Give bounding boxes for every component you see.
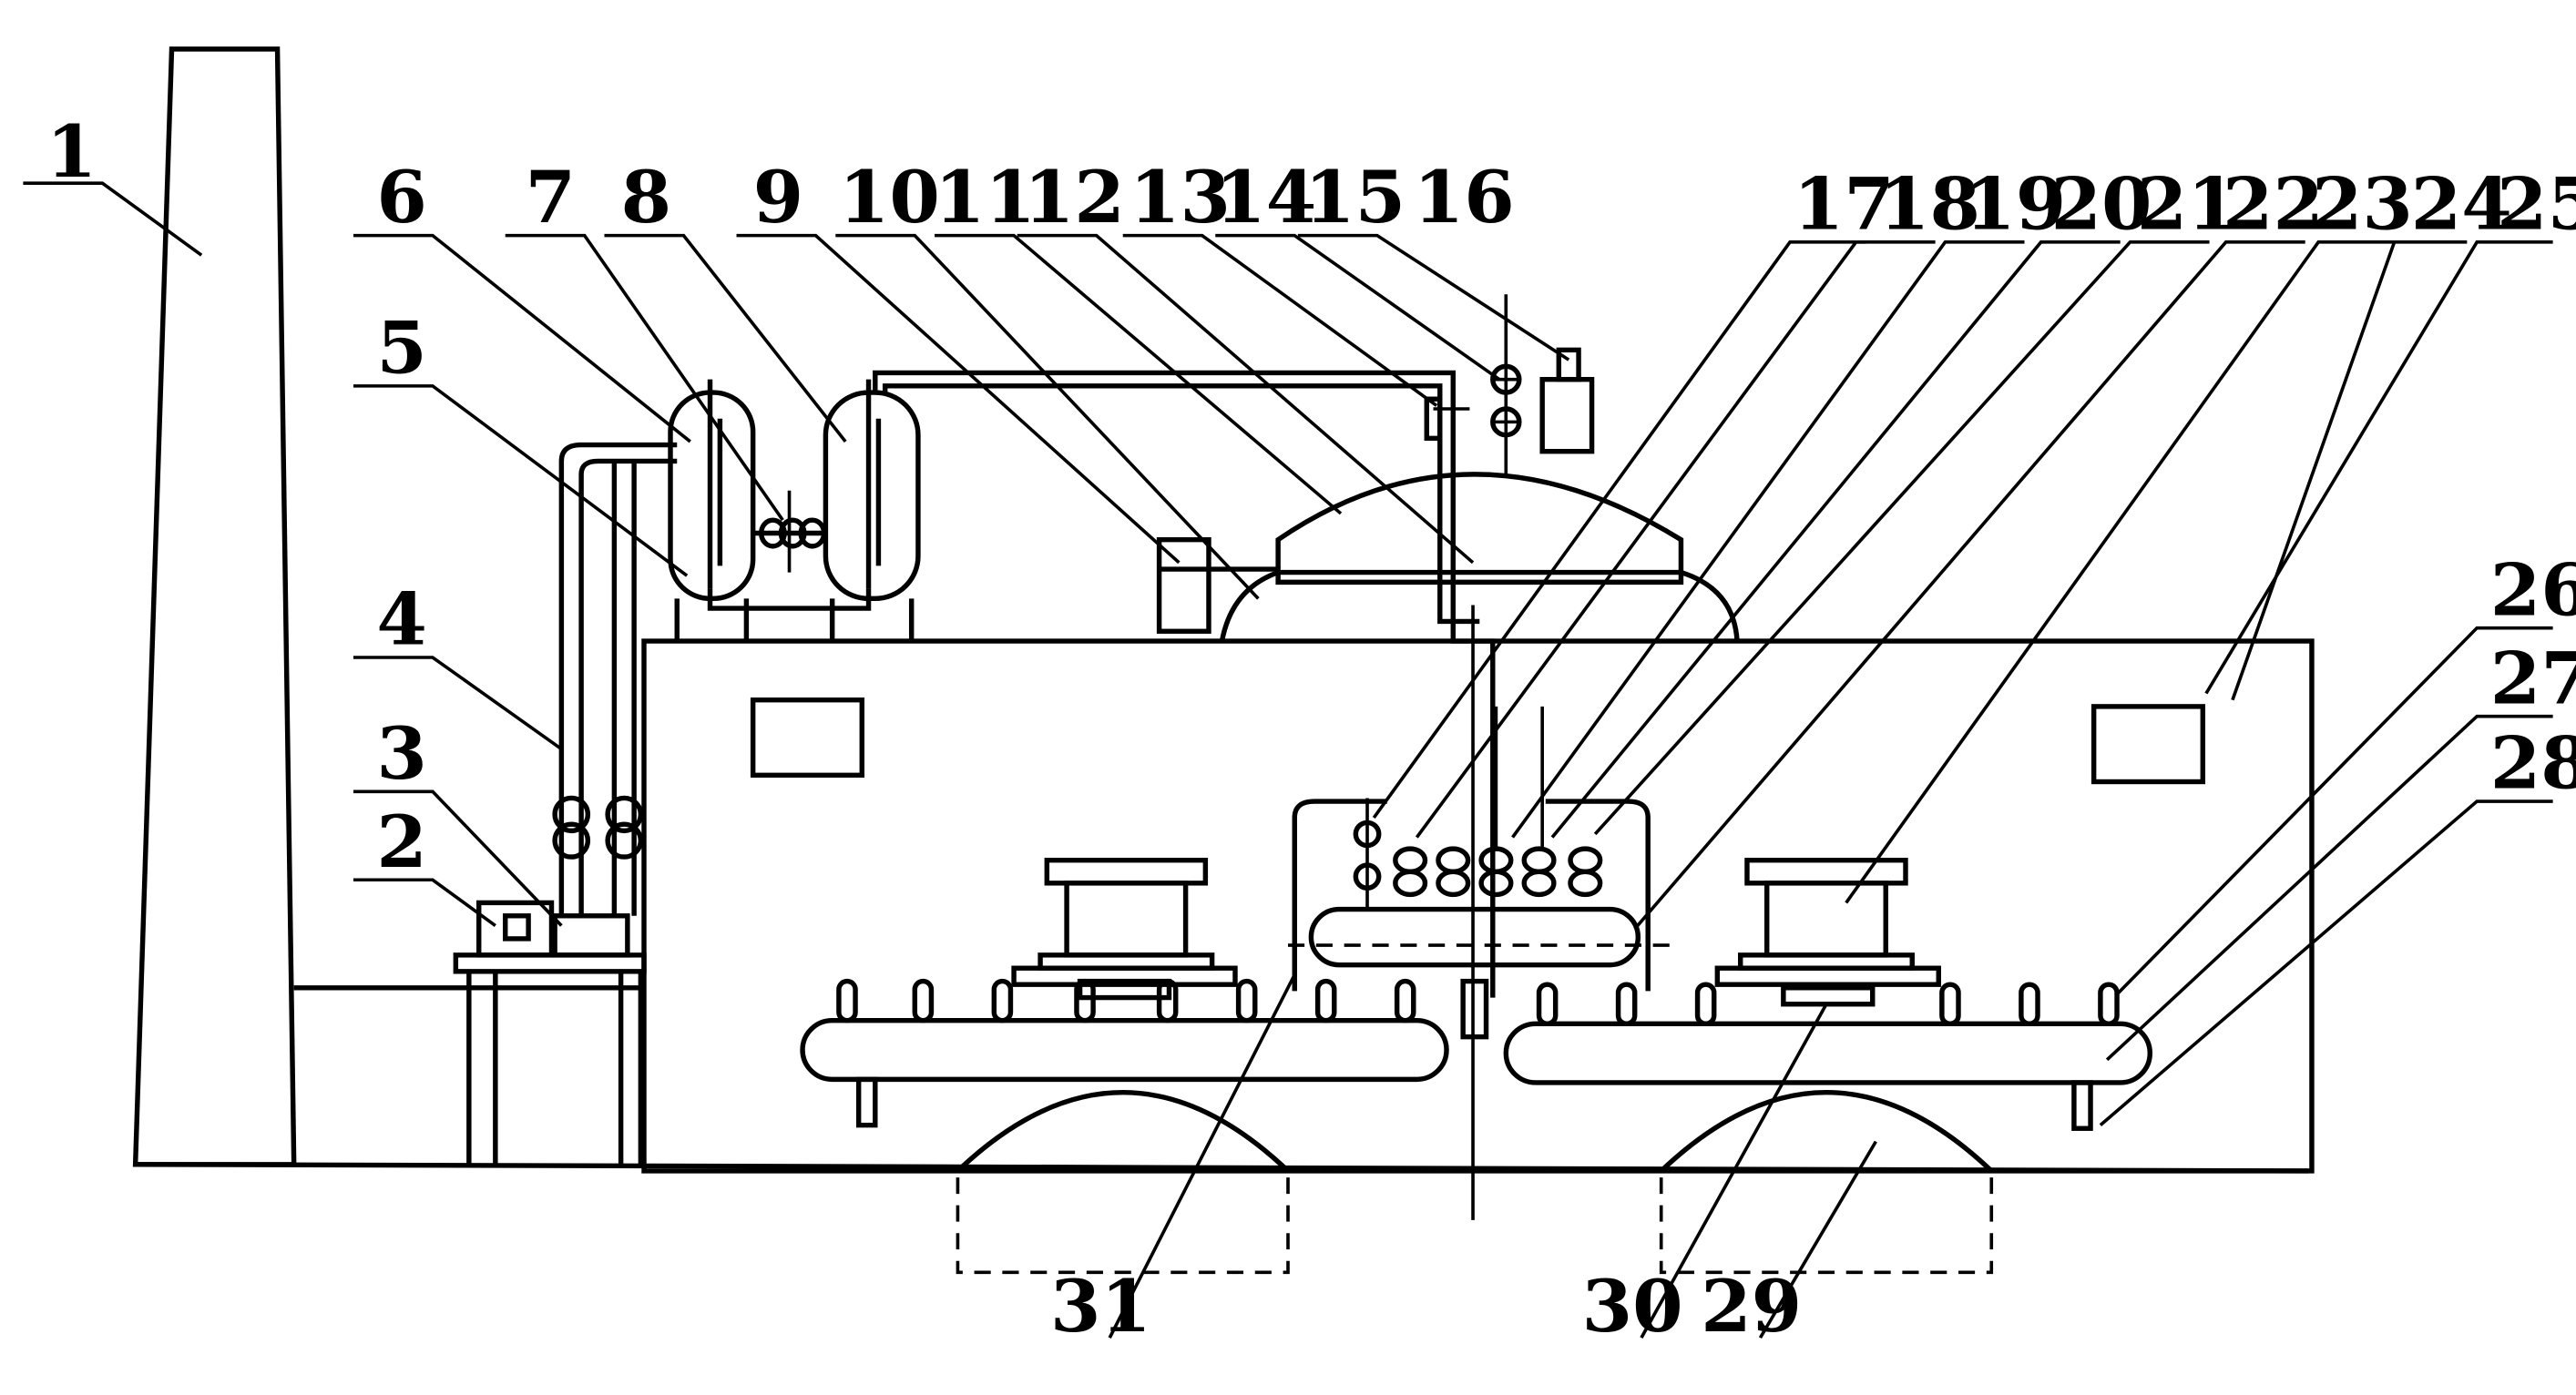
label-2: 2	[376, 799, 426, 884]
label-8: 8	[621, 155, 671, 240]
label-28: 28	[2490, 720, 2576, 806]
kiln-body	[641, 638, 2315, 1174]
label-6: 6	[376, 155, 426, 240]
label-30: 30	[1582, 1263, 1683, 1349]
leader-lines	[23, 181, 2553, 1339]
valve-cluster	[752, 490, 827, 573]
label-15: 15	[1304, 155, 1406, 240]
label-25: 25	[2497, 161, 2576, 247]
label-18: 18	[1879, 161, 1980, 247]
window-left	[750, 698, 865, 779]
tank-supports	[674, 588, 915, 642]
label-27: 27	[2490, 636, 2576, 721]
right-kiln-car	[1714, 858, 1941, 1007]
label-16: 16	[1414, 155, 1515, 240]
label-29: 29	[1701, 1263, 1802, 1349]
label-5: 5	[376, 305, 426, 391]
left-kiln-car	[1011, 858, 1238, 1001]
vertical-ducts	[552, 442, 678, 916]
right-burner-pipe	[1503, 982, 2153, 1131]
label-22: 22	[2223, 161, 2324, 247]
top-pipe-inner	[882, 383, 1480, 625]
label-12: 12	[1024, 155, 1125, 240]
label-26: 26	[2490, 547, 2576, 633]
right-arch	[1659, 1090, 1994, 1275]
label-20: 20	[2051, 161, 2152, 247]
label-24: 24	[2411, 161, 2512, 247]
window-right	[2090, 704, 2206, 785]
label-3: 3	[376, 710, 426, 796]
central-dome	[1156, 472, 1740, 642]
label-4: 4	[376, 576, 426, 662]
tank-left	[668, 379, 756, 602]
label-21: 21	[2137, 161, 2238, 247]
label-11: 11	[935, 155, 1036, 240]
top-pipe	[873, 370, 1496, 998]
left-arch	[956, 1090, 1290, 1275]
central-manifold	[1288, 605, 1671, 1220]
label-13: 13	[1130, 155, 1231, 240]
label-14: 14	[1215, 155, 1316, 240]
label-group: 1 2 3 4 5 6 7 8 9 10 11 12 13 14 15 16 1…	[46, 108, 2576, 1349]
label-9: 9	[753, 155, 803, 240]
label-23: 23	[2312, 161, 2413, 247]
label-1: 1	[46, 108, 97, 194]
left-burner-pipe	[800, 978, 1449, 1128]
chimney	[132, 46, 297, 1167]
equipment-stand	[293, 952, 647, 1165]
tank-right	[823, 379, 921, 602]
top-valves	[1424, 294, 1595, 474]
label-10: 10	[839, 155, 940, 240]
label-19: 19	[1965, 161, 2066, 247]
label-31: 31	[1050, 1263, 1151, 1349]
fan-motor	[475, 900, 630, 958]
label-7: 7	[525, 155, 575, 240]
label-17: 17	[1794, 161, 1895, 247]
